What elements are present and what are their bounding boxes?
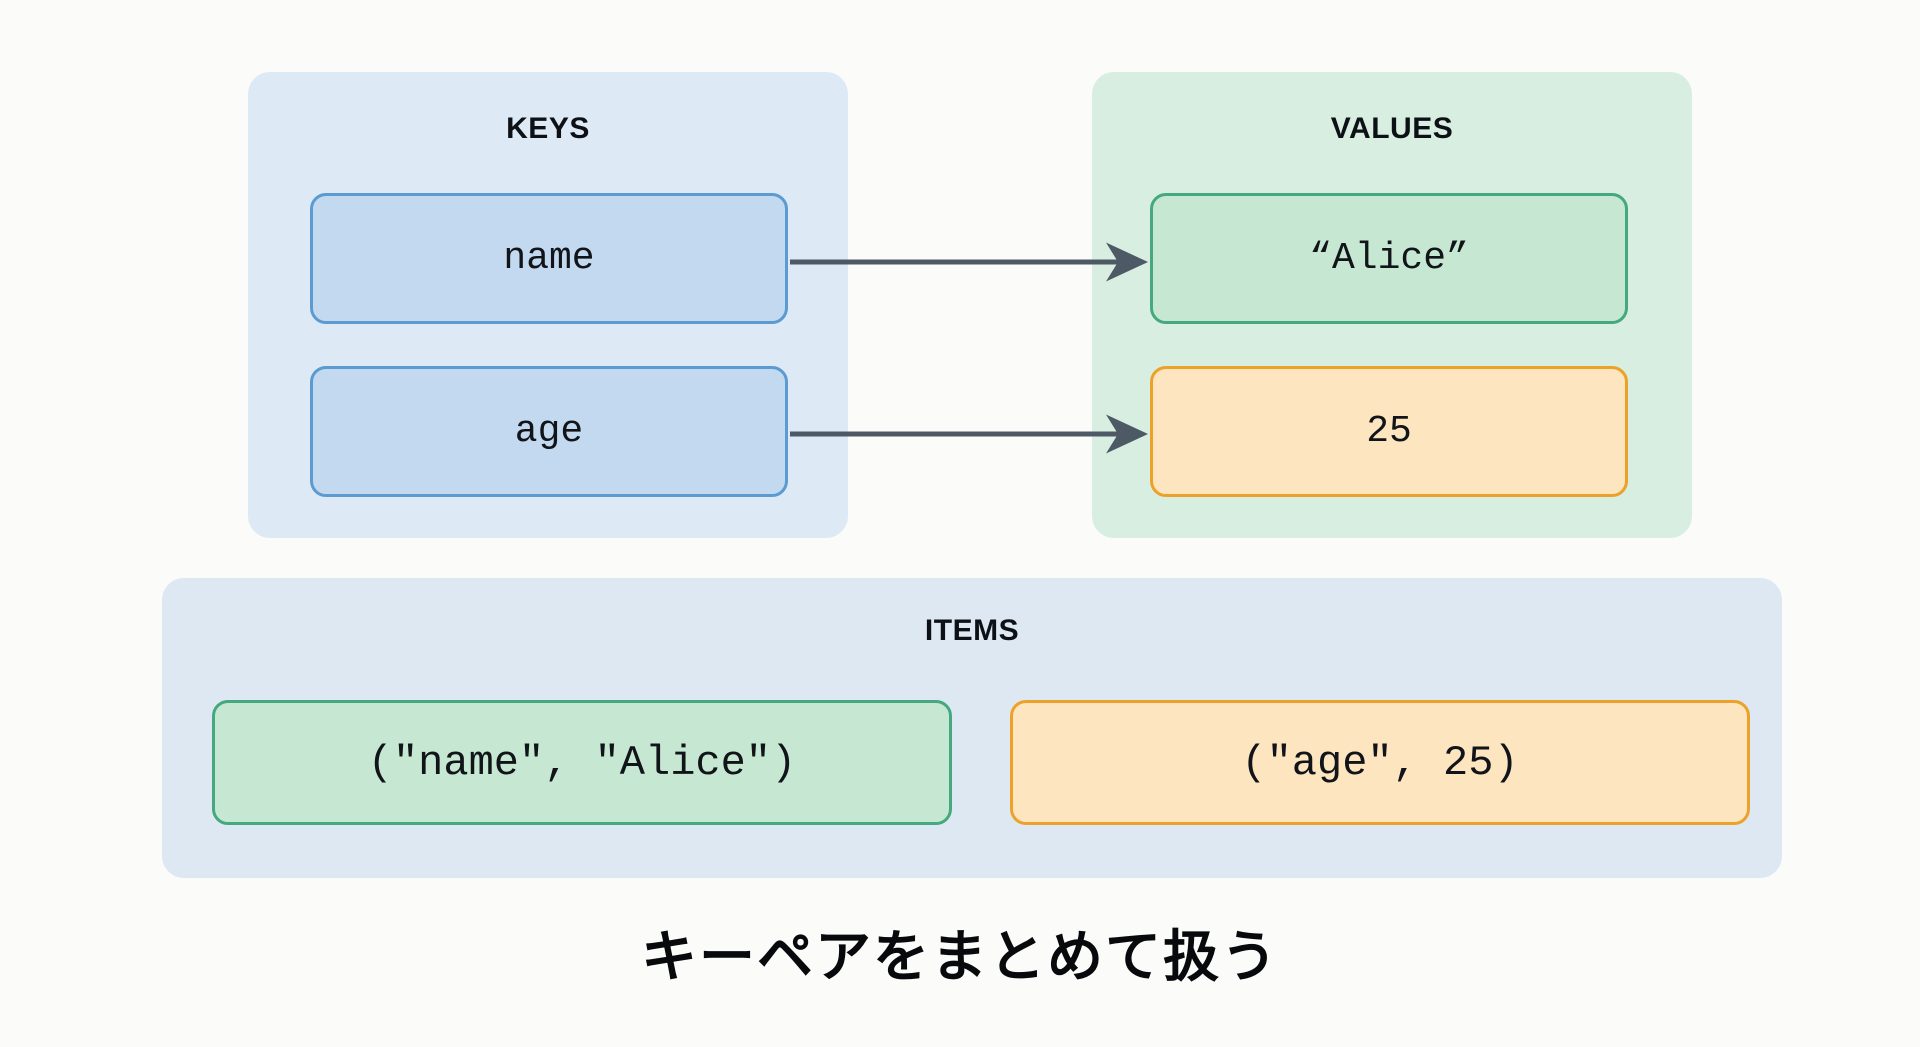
items-panel-title: ITEMS: [924, 614, 1020, 647]
item-cell-name-alice[interactable]: ("name", "Alice"): [212, 700, 952, 825]
key-cell-name[interactable]: name: [310, 193, 788, 324]
value-cell-age[interactable]: 25: [1150, 366, 1628, 497]
caption-text: キーペアをまとめて扱う: [641, 925, 1279, 990]
values-panel-title: VALUES: [1330, 112, 1454, 145]
value-cell-alice[interactable]: “Alice”: [1150, 193, 1628, 324]
keys-panel-title: KEYS: [506, 112, 590, 145]
item-cell-age-25[interactable]: ("age", 25): [1010, 700, 1750, 825]
key-cell-age[interactable]: age: [310, 366, 788, 497]
